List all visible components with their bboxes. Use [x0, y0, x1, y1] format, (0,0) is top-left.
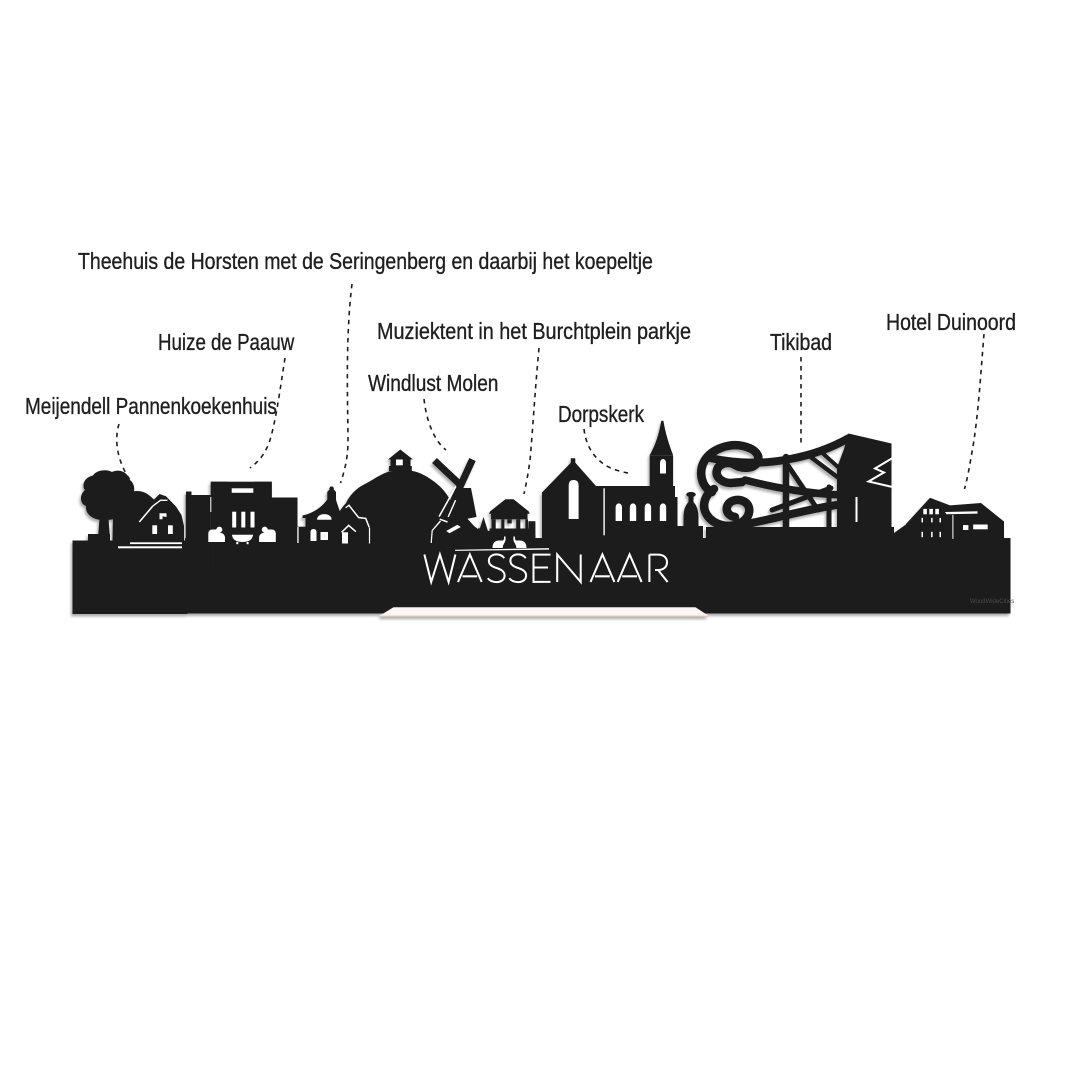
svg-text:WoodWideCities: WoodWideCities [970, 599, 1014, 605]
